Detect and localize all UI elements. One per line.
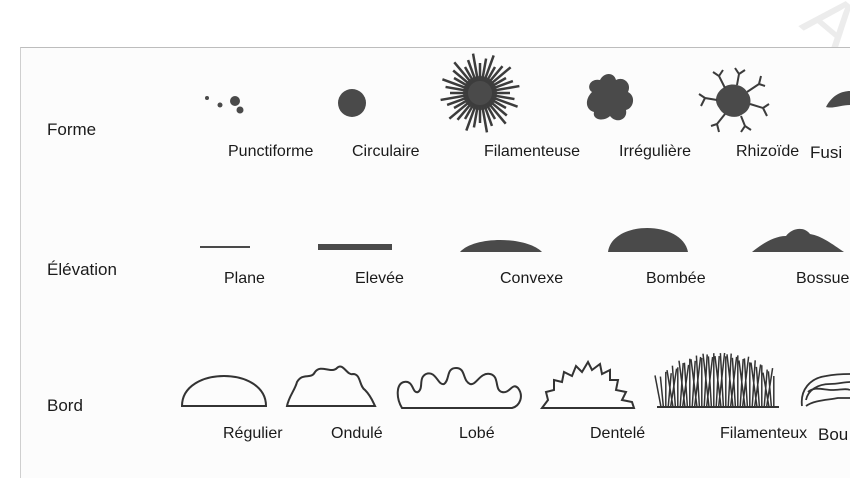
filament-strand <box>659 376 665 408</box>
filament-strand <box>690 359 698 408</box>
bord-label-dentele: Dentelé <box>590 425 646 442</box>
filament-ray <box>463 102 476 120</box>
filament-ray <box>486 101 507 125</box>
filament-ray <box>490 79 514 91</box>
filament-strand <box>762 372 770 408</box>
filament-strand <box>666 369 674 408</box>
filament-ray <box>482 103 494 127</box>
filamenteux-shape <box>654 352 779 408</box>
elevation-label-plane: Plane <box>224 270 265 287</box>
row-label-forme: Forme <box>47 120 97 139</box>
filament-ray <box>453 61 474 85</box>
forme-label-irreguliere: Irrégulière <box>619 143 692 160</box>
filament-ray <box>488 66 512 87</box>
dentele-shape <box>540 359 636 409</box>
filament-ray <box>440 93 469 102</box>
filament-ray <box>486 65 504 85</box>
ondule-shape <box>285 365 377 407</box>
filament-strand <box>755 366 761 408</box>
bord-label-bou: Bou <box>818 425 849 444</box>
filament-ray <box>446 95 470 107</box>
filament-ray <box>466 59 478 83</box>
filament-ray <box>441 78 470 91</box>
bord-label-ondule: Ondulé <box>331 425 383 442</box>
filament-strand <box>714 355 722 408</box>
elevee-shape <box>318 244 392 250</box>
filament-ray <box>491 84 520 93</box>
filament-strand <box>726 354 734 408</box>
filament-strand <box>750 362 758 408</box>
filament-strand <box>678 360 686 408</box>
filament-ray <box>448 99 472 120</box>
filament-ray <box>465 103 478 132</box>
filament-strand <box>695 355 701 408</box>
plane-shape <box>200 246 250 248</box>
rhizoide-shape <box>698 67 770 133</box>
fusiforme-shape <box>826 91 850 108</box>
elevation-label-bossue: Bossue <box>796 270 850 287</box>
forme-label-rhizoide: Rhizoïde <box>736 143 800 160</box>
filament-ray <box>463 66 476 84</box>
filament-ray <box>472 104 480 128</box>
filament-ray <box>456 101 474 121</box>
filament-ray <box>480 104 489 133</box>
filament-ray <box>480 58 488 82</box>
filament-strand <box>702 353 710 408</box>
filament-ray <box>484 66 497 84</box>
row-label-elevation: Élévation <box>47 260 117 279</box>
filament-strand <box>707 356 713 408</box>
filament-ray <box>491 93 515 101</box>
filament-strand <box>738 360 746 408</box>
filament-strand <box>731 357 737 408</box>
row-label-bord: Bord <box>47 396 83 415</box>
filament-strand <box>743 358 749 408</box>
bouclé-shape <box>800 373 850 407</box>
filament-ray <box>452 69 472 87</box>
filament-ray <box>489 97 507 110</box>
elevation-label-convexe: Convexe <box>500 270 564 287</box>
filament-ray <box>453 76 471 89</box>
elevation-label-elevee: Elevée <box>355 270 404 287</box>
regulier-shape <box>180 375 268 407</box>
filament-ray <box>453 97 471 110</box>
filament-strand <box>767 371 773 408</box>
filamenteuse-shape <box>440 53 520 133</box>
forme-label-punctiforme: Punctiforme <box>228 143 314 160</box>
bord-label-lobe: Lobé <box>459 425 495 442</box>
punctiforme-shape <box>205 96 244 114</box>
filament-ray <box>471 53 480 82</box>
bord-label-regulier: Régulier <box>223 425 283 442</box>
irreguliere-shape <box>586 74 634 121</box>
bord-label-filamenteux: Filamenteux <box>720 425 808 442</box>
filament-ray <box>484 102 497 120</box>
filament-ray <box>445 85 469 93</box>
bombee-shape <box>608 228 688 252</box>
forme-label-filamenteuse: Filamenteuse <box>484 143 581 160</box>
lobe-shape <box>396 366 522 409</box>
elevation-label-bombee: Bombée <box>646 270 706 287</box>
convexe-shape <box>460 240 542 252</box>
filament-strand <box>671 365 677 408</box>
bossue-shape <box>752 228 844 252</box>
filament-ray <box>489 76 507 89</box>
filament-ray <box>488 99 508 117</box>
forme-label-circulaire: Circulaire <box>352 143 420 160</box>
filament-strand <box>654 375 662 408</box>
forme-label-fusi: Fusi <box>810 143 843 162</box>
filament-strand <box>683 362 689 408</box>
filament-strand <box>719 353 725 408</box>
circulaire-shape <box>338 89 366 117</box>
filament-ray <box>490 95 519 108</box>
filament-ray <box>482 54 495 83</box>
